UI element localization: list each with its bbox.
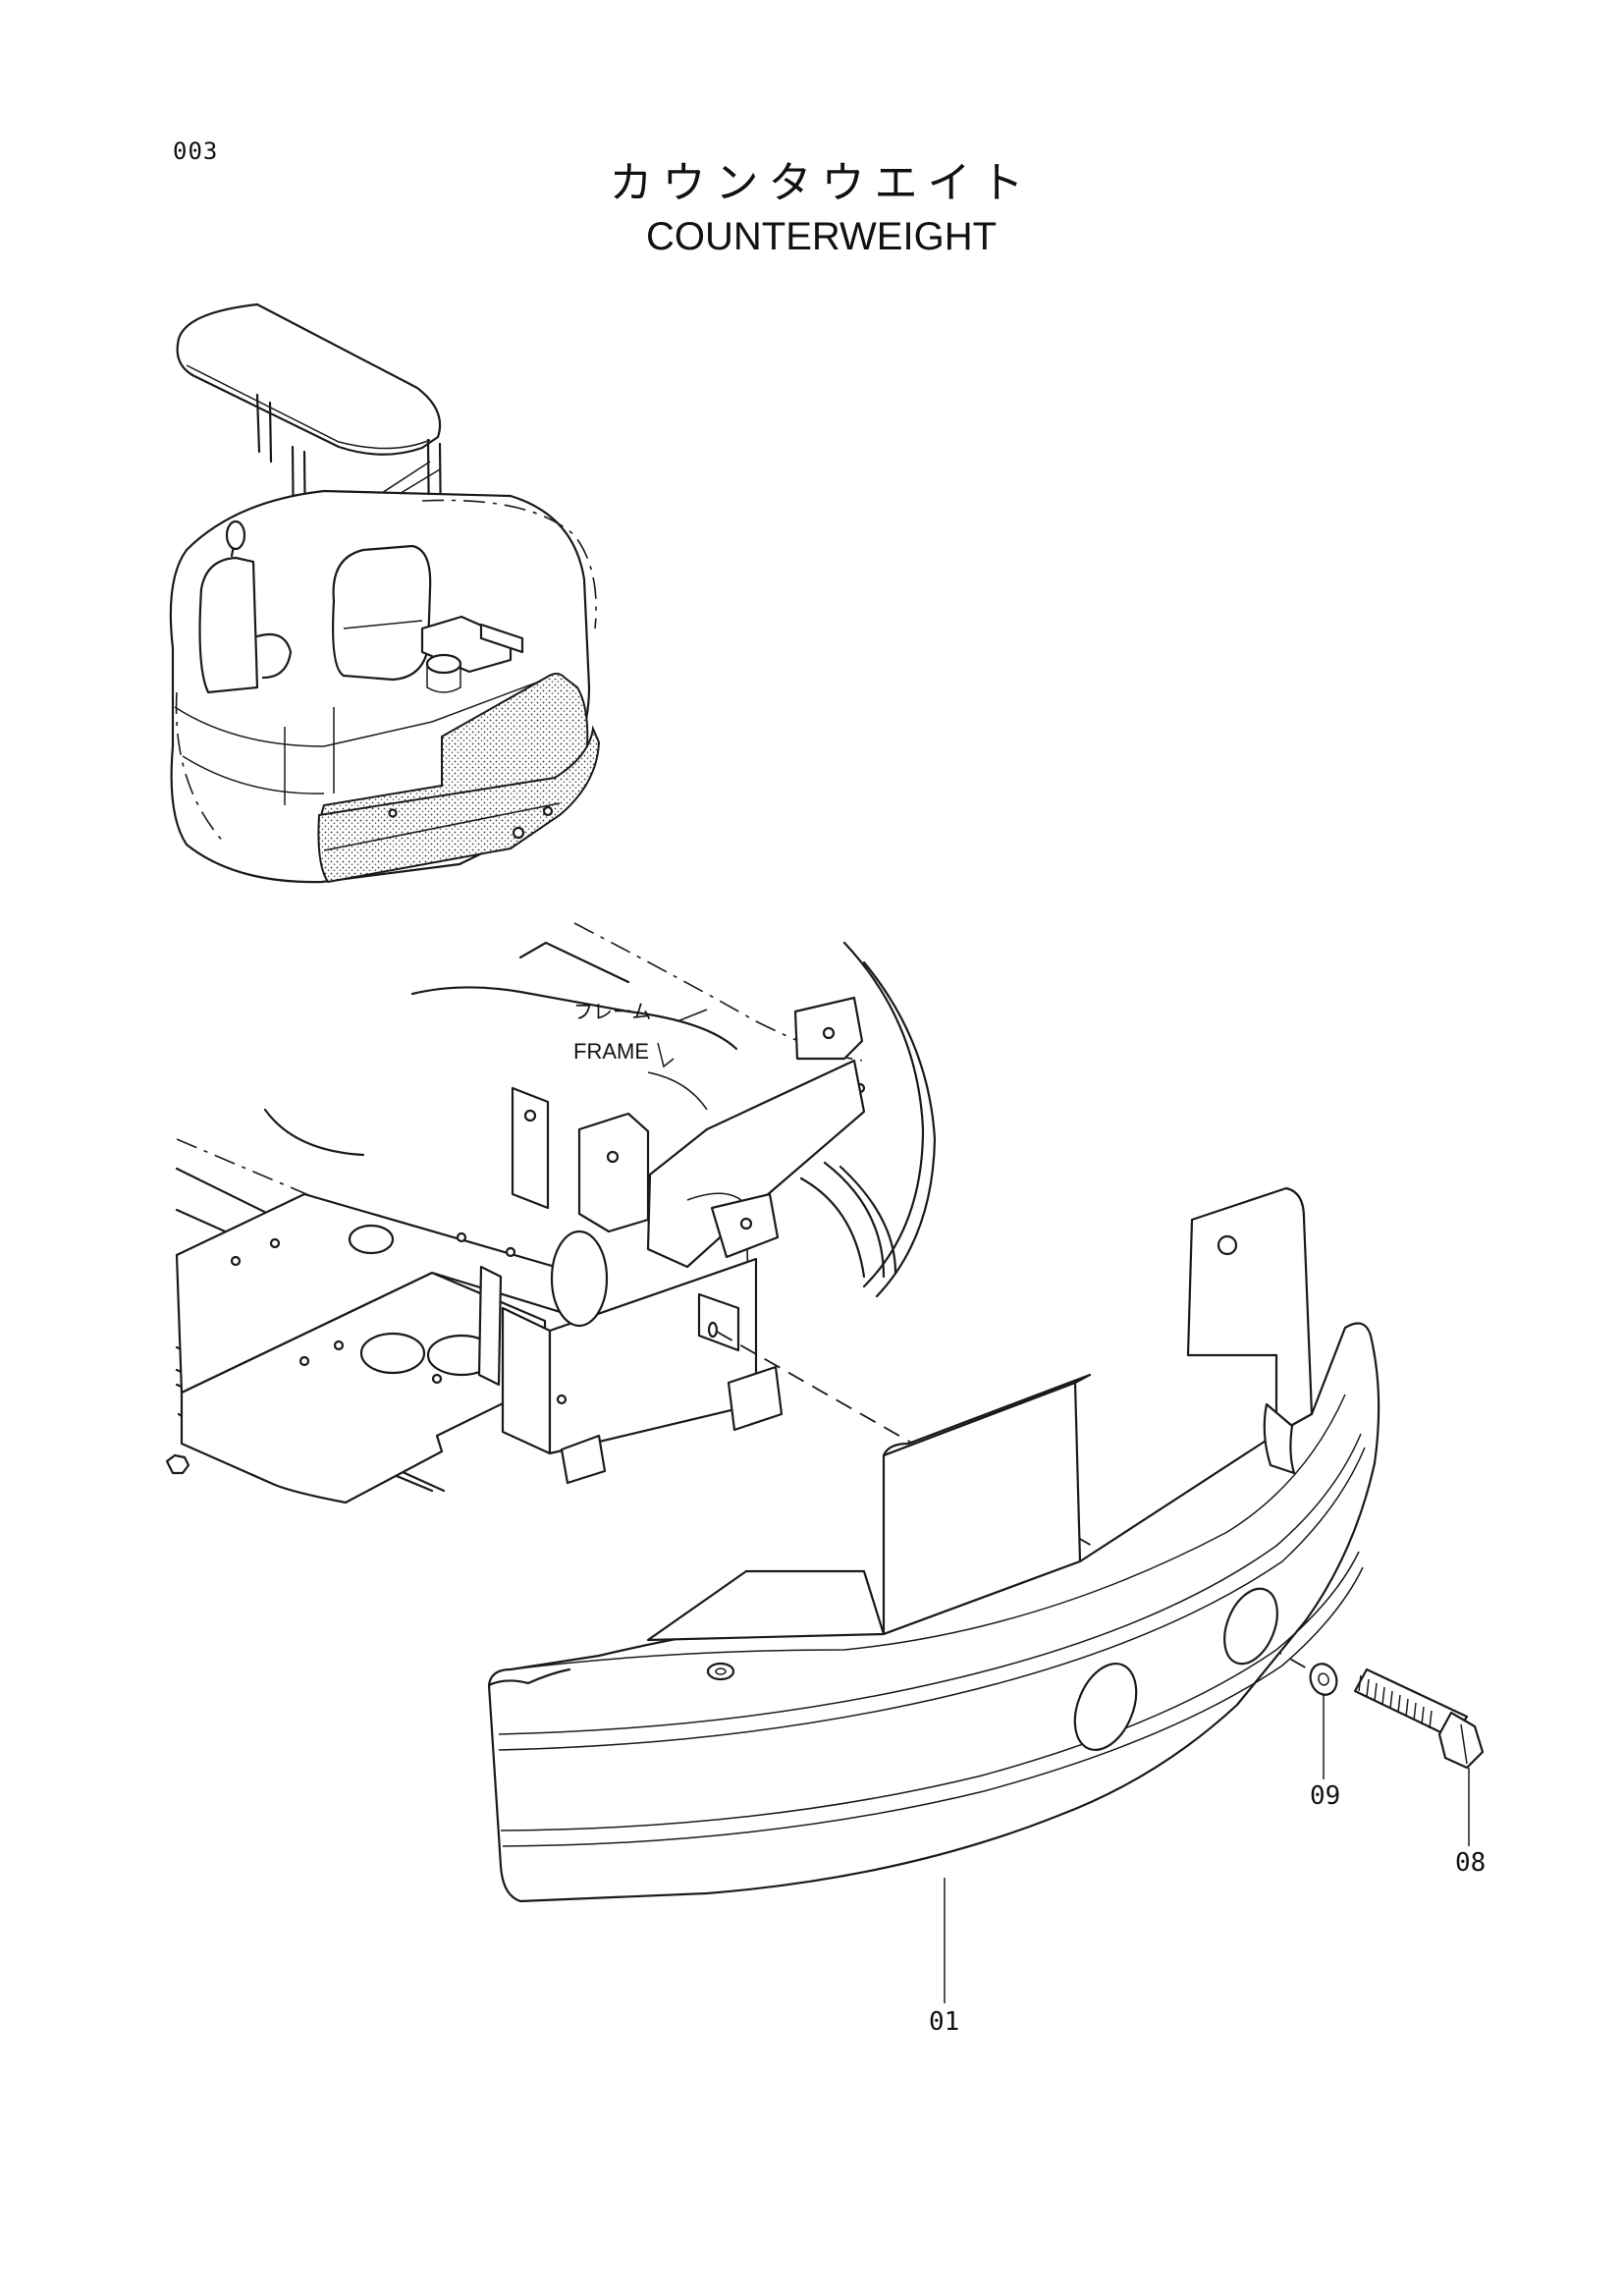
canopy-pillar [255,393,261,454]
frame-label-english: FRAME [573,1039,649,1064]
frame-illustration [165,922,937,1504]
bolt-illustration [1353,1667,1485,1770]
page-number: 003 [173,137,219,165]
title-japanese: カウンタウエイト [609,158,1034,208]
frame-label-leader [657,1009,708,1068]
title-english: COUNTERWEIGHT [645,215,998,258]
washer-illustration [1309,1663,1338,1696]
canopy-roof [176,302,442,456]
counterweight-hole [1073,1662,1138,1752]
callout-label-09: 09 [1310,1781,1341,1811]
callout-label-01: 01 [929,2007,960,2037]
counterweight-illustration [487,1186,1380,1903]
callout-label-08: 08 [1455,1848,1487,1878]
excavator-overview-illustration [169,302,601,884]
frame-label-japanese: フレーム [573,1000,652,1023]
title-block: カウンタウエイト COUNTERWEIGHT [0,155,1623,261]
operator-seat [332,544,432,682]
